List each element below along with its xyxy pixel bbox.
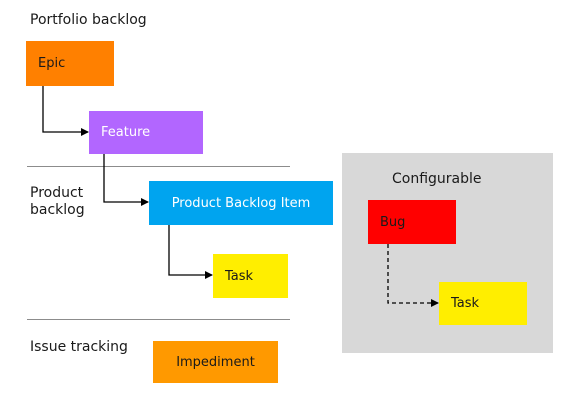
- product-backlog-label: Product backlog: [30, 185, 85, 219]
- pbi-to-task-arrow: [168, 225, 213, 279]
- product-backlog-item-box: Product Backlog Item: [149, 181, 333, 225]
- configurable-title: Configurable: [392, 171, 482, 187]
- configurable-task-box: Task: [439, 282, 527, 325]
- section-divider-bottom: [27, 319, 290, 320]
- portfolio-backlog-label: Portfolio backlog: [30, 12, 147, 28]
- epic-to-feature-arrow: [42, 86, 89, 136]
- issue-tracking-label: Issue tracking: [30, 339, 128, 355]
- task-box: Task: [213, 254, 288, 298]
- feature-to-pbi-arrow: [103, 154, 149, 206]
- epic-box: Epic: [26, 41, 114, 86]
- product-backlog-label-line2: backlog: [30, 202, 85, 218]
- impediment-box: Impediment: [153, 341, 278, 383]
- bug-box: Bug: [368, 200, 456, 244]
- bug-to-task-arrow: [387, 244, 439, 307]
- product-backlog-label-line1: Product: [30, 185, 84, 201]
- section-divider-top: [27, 166, 290, 167]
- feature-box: Feature: [89, 111, 203, 154]
